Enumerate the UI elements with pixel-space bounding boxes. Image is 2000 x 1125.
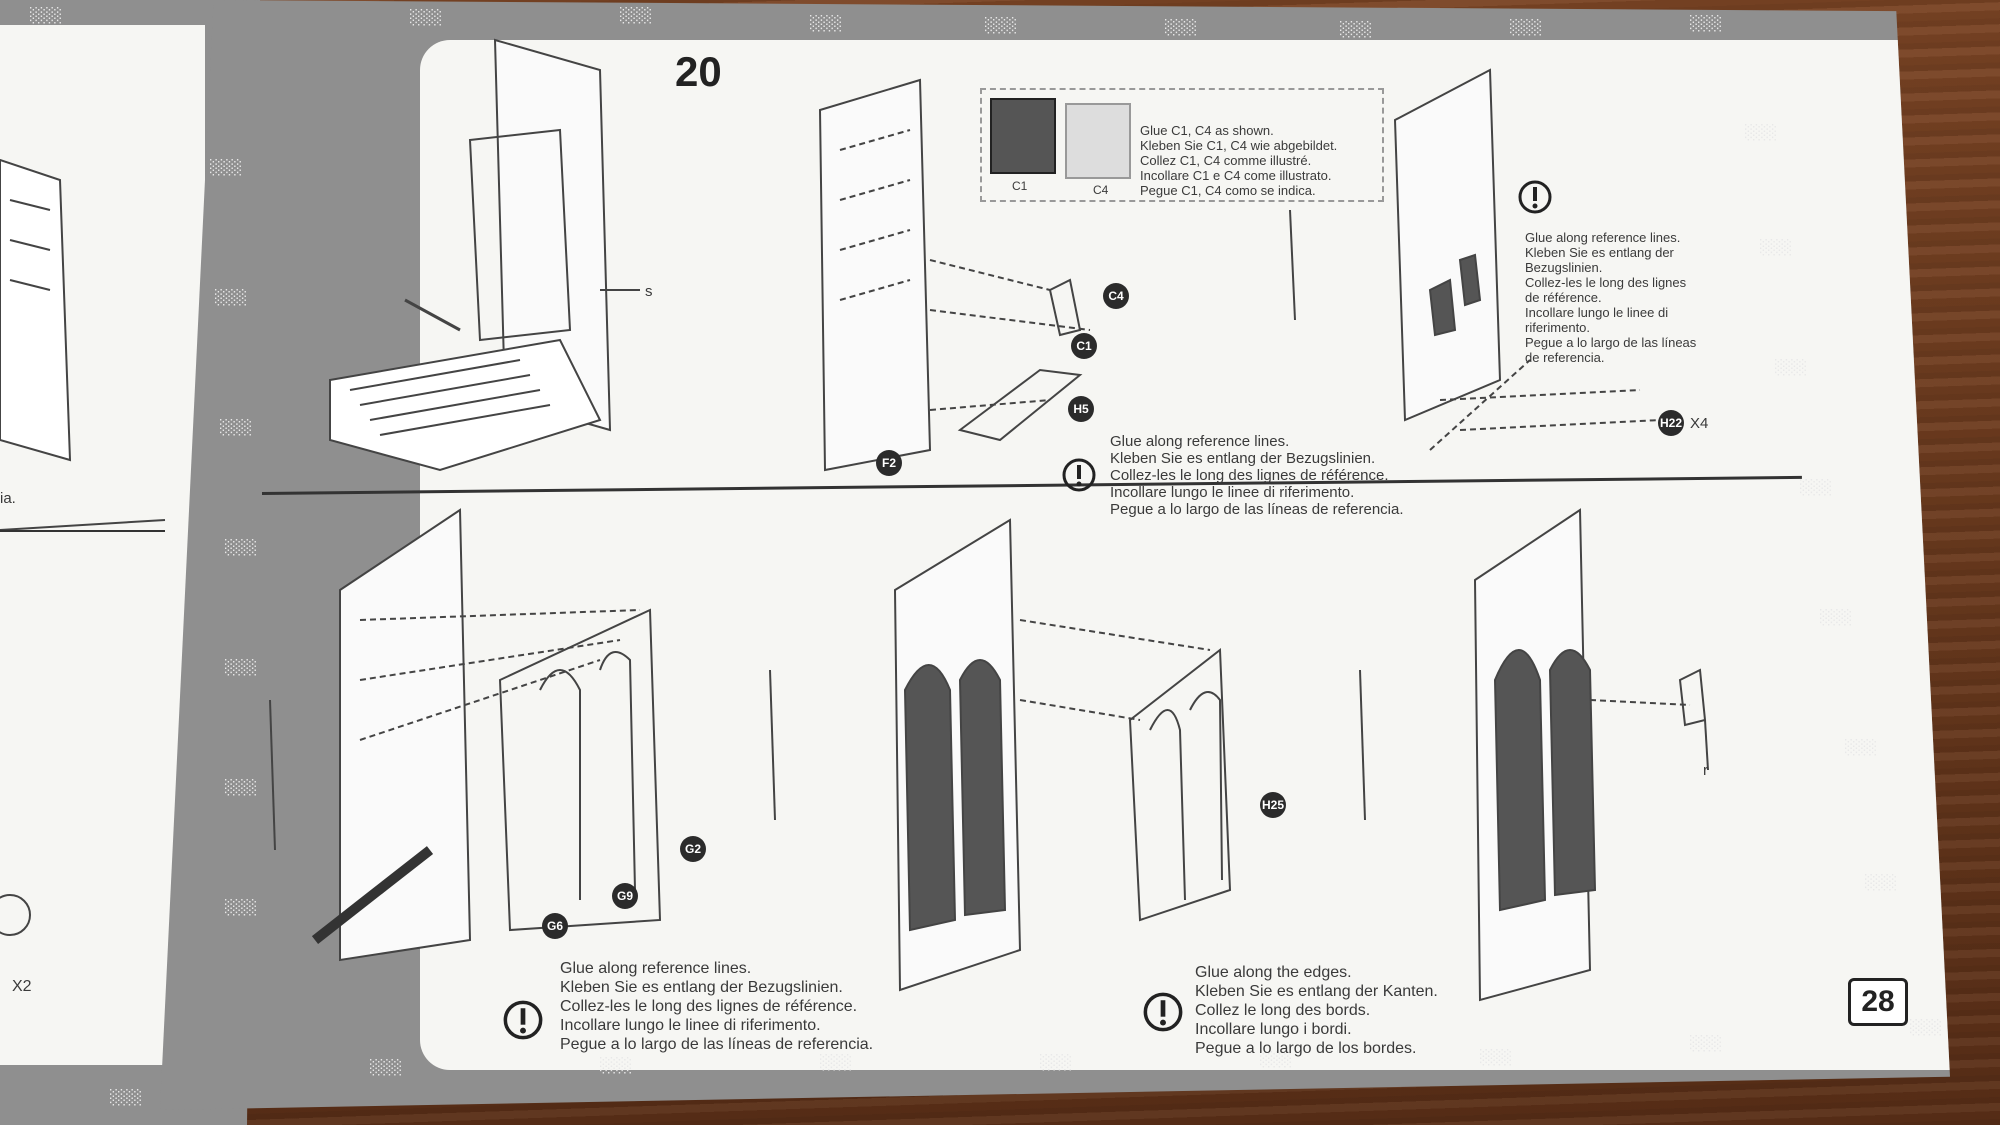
frame-ornament: ░░░ <box>210 160 243 176</box>
instruction-line: Pegue a lo largo de las líneas de refere… <box>560 1036 874 1053</box>
instruction-line: de référence. <box>1525 290 1602 305</box>
instruction-line: Incollare lungo i bordi. <box>1195 1021 1352 1038</box>
instruction-line: Glue along the edges. <box>1195 964 1352 981</box>
frame-ornament: ░░░ <box>1690 1036 1723 1052</box>
part-card-c4 <box>1065 103 1131 179</box>
reference-note-bottom: Glue along reference lines. Kleben Sie es… <box>560 940 873 1073</box>
warning-icon <box>1143 992 1183 1032</box>
reference-note-right: Glue along reference lines.Kleben Sie es… <box>1525 215 1696 380</box>
part-badge-h5: H5 <box>1068 396 1094 422</box>
frame-ornament: ░░░ <box>1340 22 1373 38</box>
frame-ornament: ░░░ <box>1820 610 1853 626</box>
instruction-line: Glue C1, C4 as shown. <box>1140 123 1274 138</box>
instruction-line: de referencia. <box>1525 350 1605 365</box>
instruction-line: riferimento. <box>1525 320 1591 335</box>
instruction-line: Incollare C1 e C4 come illustrato. <box>1140 168 1332 183</box>
frame-ornament: ░░░ <box>30 8 63 24</box>
frame-ornament: ░░░ <box>225 660 258 676</box>
instruction-line: Kleben Sie es entlang der <box>1525 245 1674 260</box>
instruction-line: Pegue C1, C4 como se indica. <box>1140 183 1316 198</box>
warning-icon <box>1518 180 1552 214</box>
frame-ornament: ░░░ <box>410 10 443 26</box>
frame-ornament: ░░░ <box>1690 16 1723 32</box>
instruction-line: Incollare lungo le linee di riferimento. <box>560 1017 821 1034</box>
instruction-line: Collez C1, C4 comme illustré. <box>1140 153 1312 168</box>
part-badge-f2: F2 <box>876 450 902 476</box>
instruction-line: Incollare lungo le linee di <box>1525 305 1669 320</box>
glue-instructions-c1-c4: Glue C1, C4 as shown.Kleben Sie C1, C4 w… <box>1140 108 1337 213</box>
instruction-line: Glue along reference lines. <box>1525 230 1681 245</box>
frame-ornament: ░░░ <box>1760 240 1793 256</box>
instruction-line: Collez-les le long des lignes <box>1525 275 1687 290</box>
left-page-divider <box>0 530 165 532</box>
part-badge-g9: G9 <box>612 883 638 909</box>
multiplier-left: X2 <box>12 978 32 995</box>
frame-ornament: ░░░ <box>370 1060 403 1076</box>
frame-ornament: ░░░ <box>1040 1055 1073 1071</box>
instruction-line: Pegue a lo largo de las líneas de refere… <box>1110 501 1404 518</box>
frame-ornament: ░░░ <box>1165 20 1198 36</box>
instruction-line: Pegue a lo largo de los bordes. <box>1195 1040 1417 1057</box>
frame-ornament: ░░░ <box>1800 480 1833 496</box>
instruction-line: Kleben Sie es entlang der Bezugslinien. <box>560 979 843 996</box>
frame-ornament: ░░░ <box>620 8 653 24</box>
frame-ornament: ░░░ <box>1510 20 1543 36</box>
instruction-line: Glue along reference lines. <box>560 960 752 977</box>
instruction-line: Kleben Sie C1, C4 wie abgebildet. <box>1140 138 1338 153</box>
frame-ornament: ░░░ <box>225 540 258 556</box>
warning-icon <box>503 1000 543 1040</box>
frame-ornament: ░░░ <box>215 290 248 306</box>
frame-ornament: ░░░ <box>1775 360 1808 376</box>
instruction-line: Kleben Sie es entlang der Kanten. <box>1195 983 1438 1000</box>
part-badge-g2: G2 <box>680 836 706 862</box>
frame-ornament: ░░░ <box>1260 1052 1293 1068</box>
instruction-line: Glue along reference lines. <box>1110 433 1290 450</box>
reference-note-mid: Glue along reference lines.Kleben Sie es… <box>1110 416 1404 535</box>
page-number: 28 <box>1848 978 1908 1026</box>
frame-ornament: ░░░ <box>225 780 258 796</box>
frame-ornament: ░░░ <box>810 16 843 32</box>
part-label-c1: C1 <box>1012 179 1028 193</box>
instruction-line: Collez-les le long des lignes de référen… <box>560 998 858 1015</box>
frame-ornament: ░░░ <box>220 420 253 436</box>
label-r: r <box>1703 762 1708 779</box>
label-s: s <box>645 283 653 300</box>
left-cut-text: ia. <box>0 490 16 507</box>
warning-icon <box>1062 458 1096 492</box>
instruction-line: Pegue a lo largo de las líneas <box>1525 335 1697 350</box>
frame-ornament: ░░░ <box>1865 875 1898 891</box>
frame-ornament: ░░░ <box>225 900 258 916</box>
parts-reference-box <box>980 88 1384 202</box>
frame-ornament: ░░░ <box>600 1058 633 1074</box>
frame-ornament: ░░░ <box>110 1090 143 1106</box>
frame-ornament: ░░░ <box>820 1055 853 1071</box>
part-badge-c4: C4 <box>1103 283 1129 309</box>
frame-ornament: ░░░ <box>985 18 1018 34</box>
instruction-line: Collez le long des bords. <box>1195 1002 1371 1019</box>
frame-ornament: ░░░ <box>1910 1020 1943 1036</box>
part-badge-h22: H22 <box>1658 410 1684 436</box>
part-card-c1 <box>990 98 1056 174</box>
part-badge-g6: G6 <box>542 913 568 939</box>
instruction-line: Collez-les le long des lignes de référen… <box>1110 467 1389 484</box>
step-number: 20 <box>675 48 722 95</box>
frame-ornament: ░░░ <box>1745 125 1778 141</box>
part-badge-h25: H25 <box>1260 792 1286 818</box>
instruction-line: Bezugslinien. <box>1525 260 1603 275</box>
instruction-line: Incollare lungo le linee di riferimento. <box>1110 484 1355 501</box>
frame-ornament: ░░░ <box>1480 1050 1513 1066</box>
part-label-c4: C4 <box>1093 183 1109 197</box>
multiplier-h22: X4 <box>1690 415 1709 432</box>
frame-ornament: ░░░ <box>1845 740 1878 756</box>
instruction-line: Kleben Sie es entlang der Bezugslinien. <box>1110 450 1376 467</box>
edges-note: Glue along the edges. Kleben Sie es entla… <box>1195 944 1438 1077</box>
part-badge-c1: C1 <box>1071 333 1097 359</box>
